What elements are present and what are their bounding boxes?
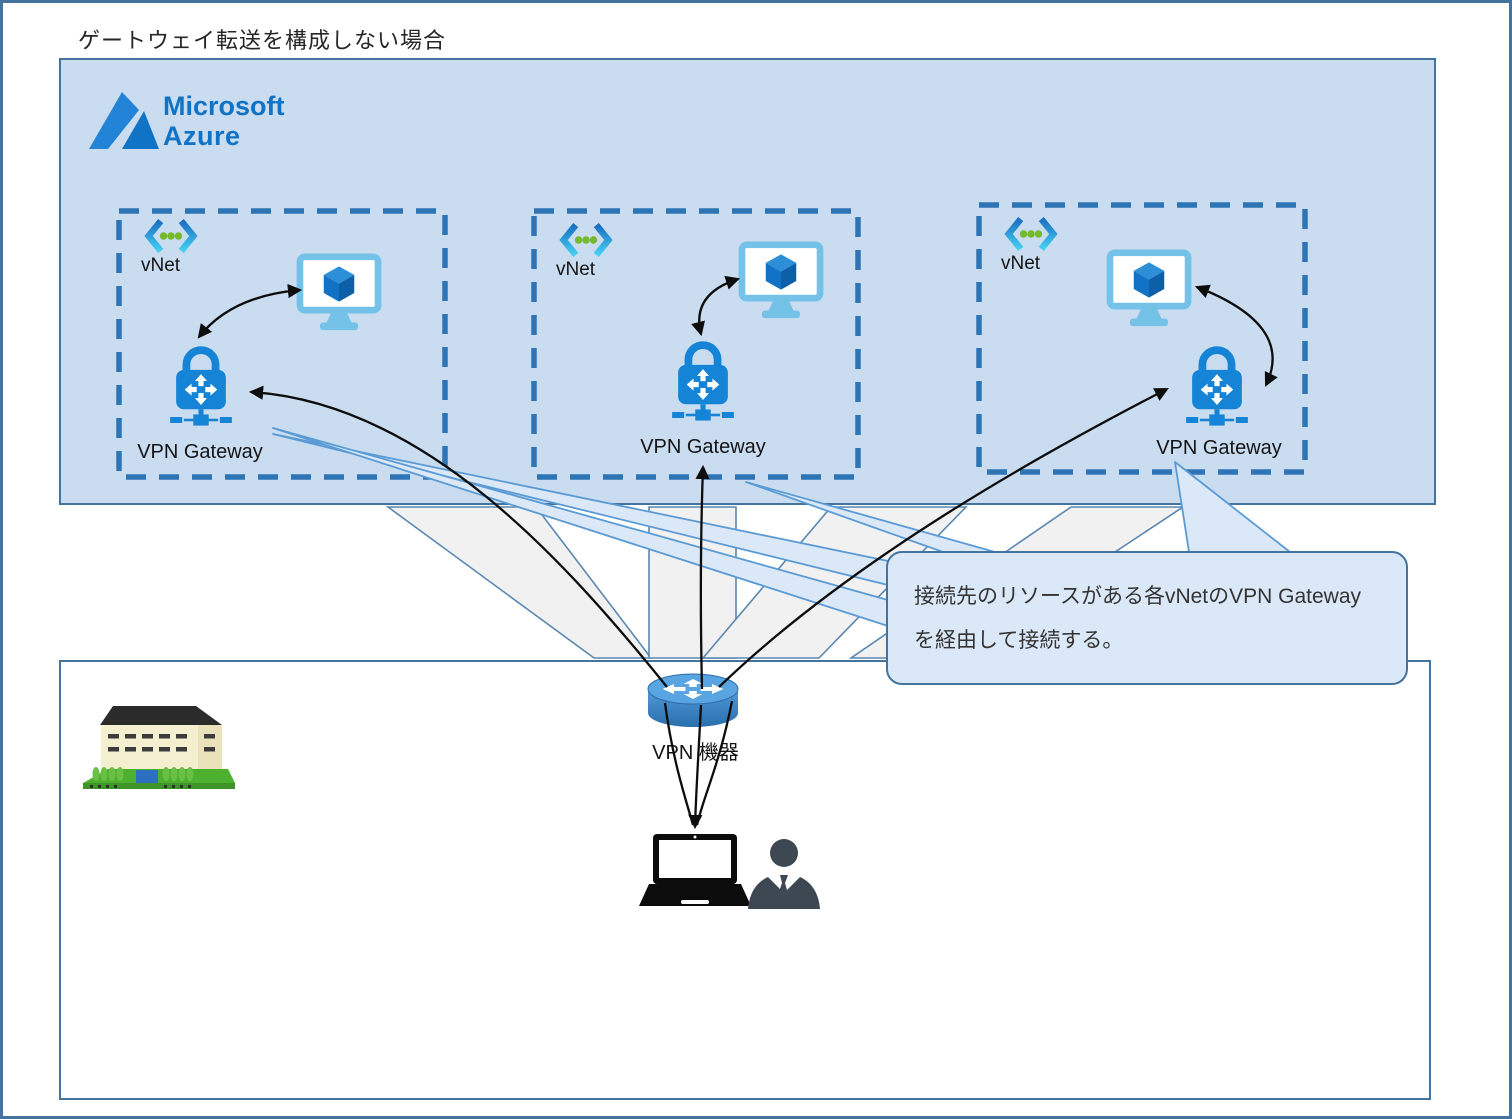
- callout-line1: 接続先のリソースがある各vNetのVPN Gateway: [914, 585, 1362, 608]
- vnet2-label: vNet: [556, 259, 596, 280]
- vpn-gateway-icon: [165, 344, 237, 430]
- vm-icon: [296, 253, 382, 333]
- vm-icon: [738, 241, 824, 321]
- beam-left: [385, 506, 653, 659]
- vnet-icon: [558, 221, 614, 259]
- vnet-icon: [143, 217, 199, 255]
- brand-line2: Azure: [163, 121, 241, 151]
- vpn-device-label: VPN 機器: [652, 742, 739, 764]
- callout-note: 接続先のリソースがある各vNetのVPN Gateway を経由して接続する。: [886, 551, 1408, 685]
- vnet-icon: [1003, 215, 1059, 253]
- vpn-gateway-icon: [1181, 344, 1253, 430]
- vnet3-label: vNet: [1001, 253, 1041, 274]
- callout-line2: を経由して接続する。: [914, 629, 1124, 652]
- laptop-icon: [639, 834, 751, 906]
- diagram-title: ゲートウェイ転送を構成しない場合: [78, 28, 447, 53]
- building-icon: [83, 706, 235, 789]
- vnet1-label: vNet: [141, 255, 181, 276]
- onprem-panel: [59, 660, 1431, 1100]
- vnet2-gateway-label: VPN Gateway: [640, 436, 766, 458]
- azure-logo-icon: [89, 92, 159, 149]
- beam-center: [648, 506, 737, 659]
- vpn-gateway-icon: [667, 339, 739, 425]
- brand-line1: Microsoft: [163, 91, 285, 121]
- vnet3-gateway-label: VPN Gateway: [1156, 437, 1282, 459]
- azure-brand: Microsoft Azure: [163, 91, 285, 151]
- person-icon: [748, 839, 820, 909]
- vnet1-gateway-label: VPN Gateway: [137, 441, 263, 463]
- router-icon: [647, 673, 739, 727]
- vm-icon: [1106, 249, 1192, 329]
